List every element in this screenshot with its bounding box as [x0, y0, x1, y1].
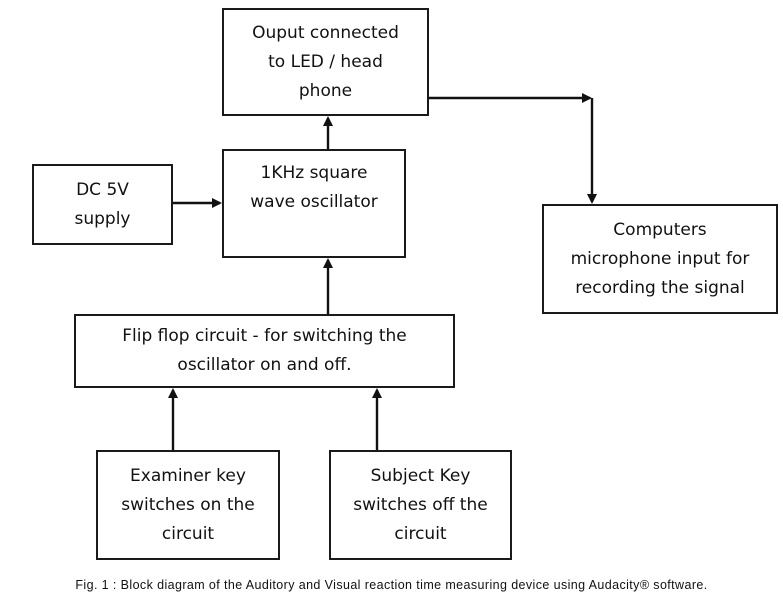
examiner-key-label: Examiner key switches on the circuit	[121, 465, 255, 544]
figure-caption: Fig. 1 : Block diagram of the Auditory a…	[75, 578, 708, 592]
examiner-key-box: Examiner key switches on the circuit	[96, 450, 280, 560]
subject-key-label: Subject Key switches off the circuit	[353, 465, 488, 544]
oscillator-box-label: 1KHz square wave oscillator	[250, 163, 378, 212]
output-box-label: Ouput connected to LED / head phone	[252, 22, 399, 101]
output-led-headphone-box: Ouput connected to LED / head phone	[222, 8, 429, 116]
subject-key-box: Subject Key switches off the circuit	[329, 450, 512, 560]
flip-flop-label: Flip flop circuit - for switching the os…	[122, 326, 407, 375]
oscillator-box: 1KHz square wave oscillator	[222, 149, 406, 258]
computer-box-label: Computers microphone input for recording…	[570, 219, 750, 298]
dc-supply-label: DC 5V supply	[74, 179, 131, 229]
dc-supply-box: DC 5V supply	[32, 164, 173, 245]
flip-flop-box: Flip flop circuit - for switching the os…	[74, 314, 455, 388]
computer-microphone-box: Computers microphone input for recording…	[542, 204, 778, 314]
